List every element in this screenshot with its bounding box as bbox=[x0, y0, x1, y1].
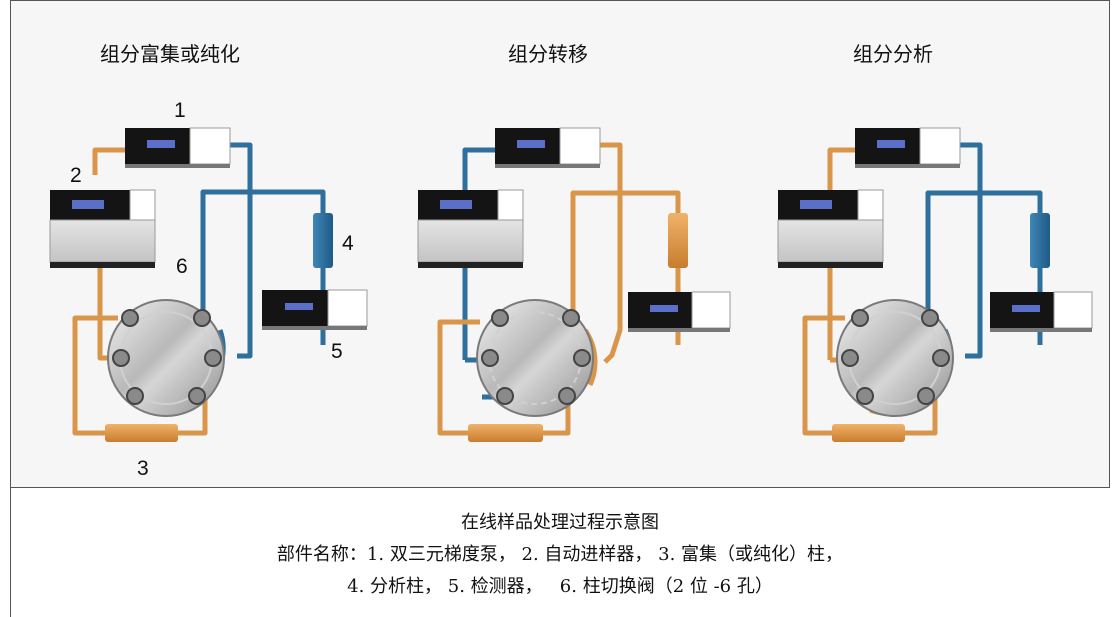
frame-border-top bbox=[10, 0, 1110, 1]
panel-title-transfer: 组分转移 bbox=[508, 42, 588, 66]
column-switching-valve bbox=[476, 299, 594, 417]
analytical-column bbox=[313, 213, 333, 268]
panel-2-transfer bbox=[417, 127, 731, 442]
analytical-column bbox=[1030, 213, 1050, 268]
detector-device bbox=[262, 289, 368, 330]
label-pump-number: 1 bbox=[174, 99, 186, 122]
caption-components-line-2: 4. 分析柱， 5. 检测器， 6. 柱切换阀（2 位 -6 孔） bbox=[347, 576, 773, 597]
column-switching-valve bbox=[107, 299, 225, 417]
autosampler-device bbox=[777, 189, 884, 268]
detector-device bbox=[990, 291, 1093, 332]
panel-title-analysis: 组分分析 bbox=[853, 42, 933, 66]
label-enrich-column-number: 3 bbox=[137, 457, 149, 480]
autosampler-device bbox=[49, 189, 156, 268]
enrichment-column bbox=[105, 424, 178, 442]
orange-tubing bbox=[437, 142, 681, 436]
valve-ports bbox=[841, 309, 950, 405]
hplc-switching-diagram: 1 2 3 4 5 6 bbox=[49, 99, 1093, 480]
frame-border-left bbox=[10, 0, 11, 617]
binary-pump-device bbox=[125, 127, 231, 168]
binary-pump-device bbox=[855, 127, 961, 168]
autosampler-device bbox=[417, 189, 524, 268]
label-analytical-column-number: 4 bbox=[342, 232, 354, 255]
analytical-column bbox=[668, 213, 688, 268]
frame-divider bbox=[10, 487, 1110, 488]
panel-title-enrichment: 组分富集或纯化 bbox=[100, 42, 240, 66]
enrichment-column bbox=[832, 424, 905, 442]
enrichment-column bbox=[468, 424, 543, 442]
detector-device bbox=[628, 291, 731, 332]
panel-1-enrichment: 1 2 3 4 5 6 bbox=[49, 99, 368, 480]
binary-pump-device bbox=[495, 127, 601, 168]
label-detector-number: 5 bbox=[331, 340, 343, 363]
valve-ports bbox=[112, 309, 222, 405]
panel-3-analysis bbox=[777, 127, 1093, 442]
label-autosampler-number: 2 bbox=[70, 164, 82, 187]
valve-ports bbox=[481, 309, 591, 405]
frame-border-right bbox=[1109, 0, 1110, 488]
column-switching-valve bbox=[836, 299, 954, 417]
caption-components-line-1: 部件名称：1. 双三元梯度泵， 2. 自动进样器， 3. 富集（或纯化）柱， bbox=[276, 544, 844, 565]
label-valve-number: 6 bbox=[176, 255, 188, 278]
caption-title: 在线样品处理过程示意图 bbox=[461, 512, 659, 533]
